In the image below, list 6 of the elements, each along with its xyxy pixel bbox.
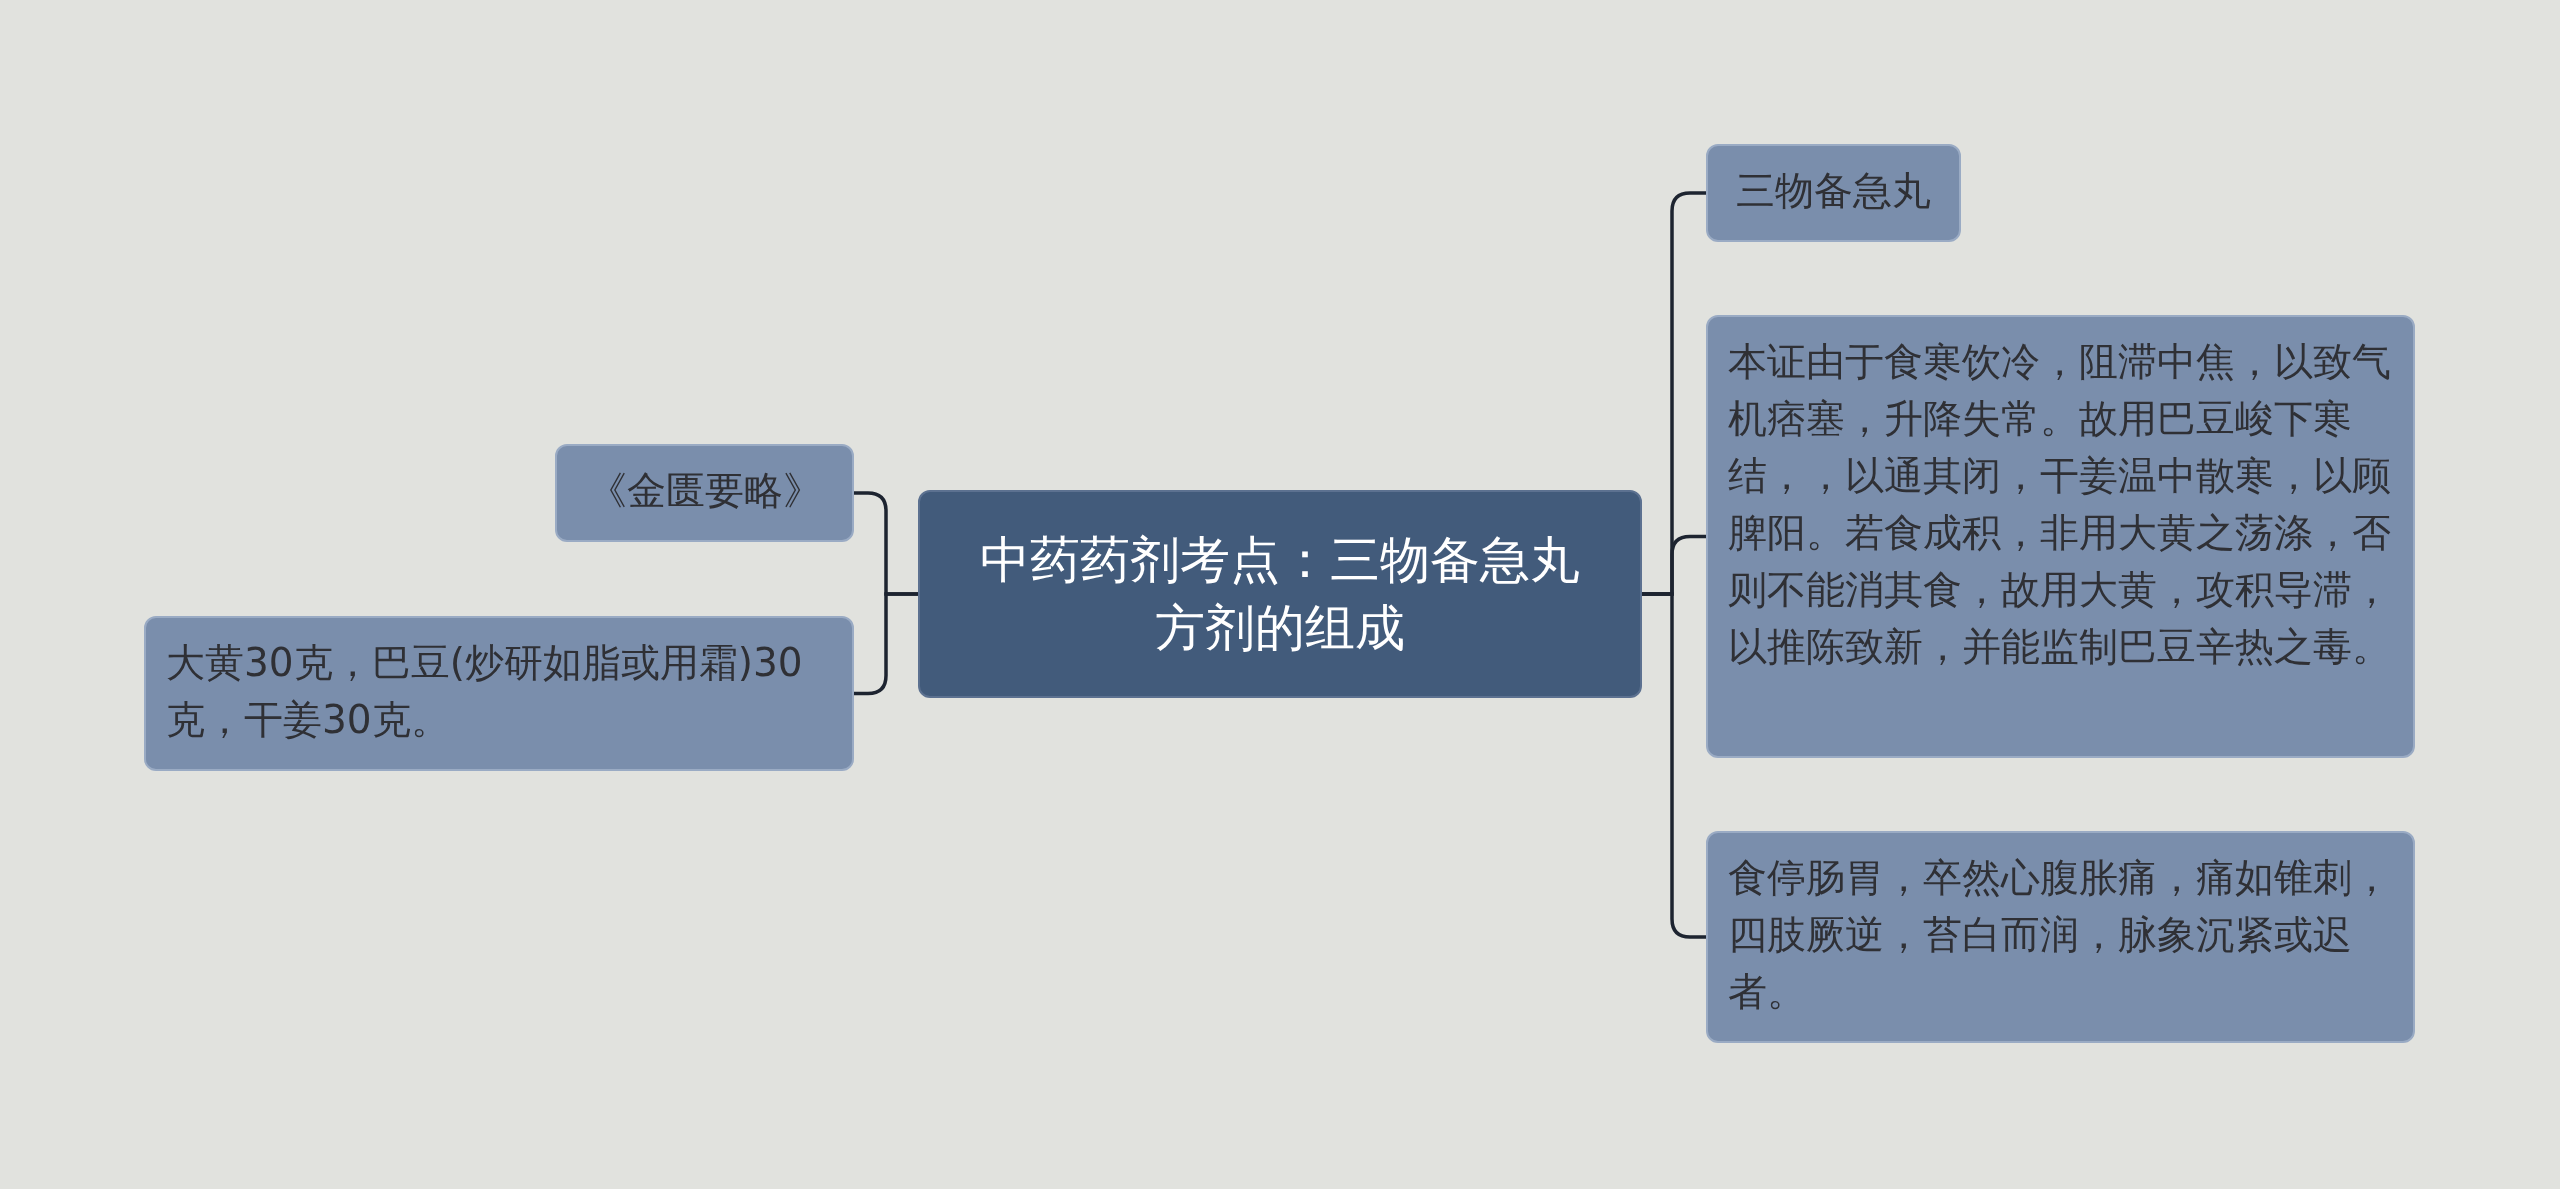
subtopic-box: 三物备急丸 xyxy=(1706,144,1961,242)
subtopic-box: 食停肠胃，卒然心腹胀痛，痛如锥刺，四肢厥逆，苔白而润，脉象沉紧或迟者。 xyxy=(1706,831,2415,1043)
topic-box: 中药药剂考点：三物备急丸方剂的组成 xyxy=(918,490,1642,698)
subtopic-box: 大黄30克，巴豆(炒研如脂或用霜)30克，干姜30克。 xyxy=(144,616,854,771)
subtopic-box: 《金匮要略》 xyxy=(555,444,854,542)
subtopic-box: 本证由于食寒饮冷，阻滞中焦，以致气机痞塞，升降失常。故用巴豆峻下寒结，，以通其闭，干姜温中散寒，以顾脾阳。若食成积，非用大黄之荡涤，否则不能消其食，故用大黄，攻积导滞，以推陈致新，并能监制巴豆辛热之毒。 xyxy=(1706,315,2415,758)
